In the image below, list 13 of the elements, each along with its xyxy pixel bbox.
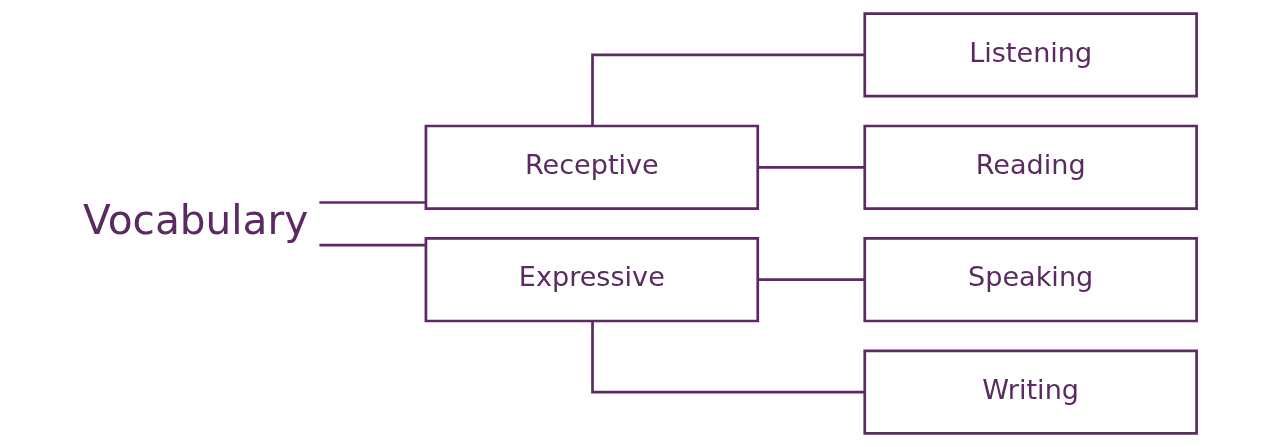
connector — [319, 243, 426, 247]
connector — [319, 201, 426, 204]
node-text: Vocabulary — [83, 196, 309, 245]
node-box: Writing — [863, 349, 1198, 435]
connector — [591, 321, 865, 394]
connector — [758, 165, 865, 169]
node-box: Speaking — [863, 237, 1198, 323]
node-box: Listening — [863, 12, 1198, 98]
node-box: Reading — [863, 124, 1198, 210]
connector — [758, 278, 865, 282]
node-box: Expressive — [424, 237, 760, 323]
connector — [591, 53, 865, 126]
node-box: Receptive — [424, 124, 760, 210]
